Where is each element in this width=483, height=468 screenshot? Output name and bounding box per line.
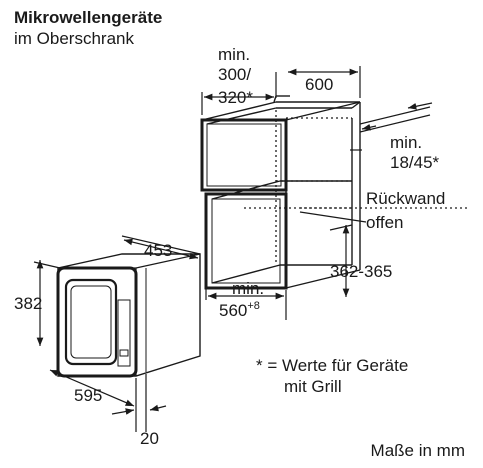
grill-note-line1: * = Werte für Geräte bbox=[256, 356, 409, 375]
label-width-600: 600 bbox=[305, 75, 333, 94]
device-dimension-lines bbox=[33, 235, 201, 432]
units-footer: Maße in mm bbox=[370, 441, 465, 460]
label-device-453: 453 bbox=[144, 241, 172, 260]
dimension-lines bbox=[201, 66, 433, 320]
label-offen: offen bbox=[366, 213, 404, 232]
grill-note-line2: mit Grill bbox=[284, 377, 342, 396]
label-bottom-min-l2: 560+8 bbox=[219, 300, 260, 320]
label-top-min-l2: 300/ bbox=[218, 65, 251, 84]
label-device-595: 595 bbox=[74, 386, 102, 405]
label-top-min-l3: 320* bbox=[218, 88, 253, 107]
label-device-382: 382 bbox=[14, 294, 42, 313]
label-bottom-min-l1: min. bbox=[232, 279, 264, 298]
label-height-362-365: 362-365 bbox=[330, 262, 392, 281]
label-device-20: 20 bbox=[140, 429, 159, 448]
label-right-min-l1: min. bbox=[390, 133, 422, 152]
rear-wall-hidden-lines bbox=[244, 110, 470, 265]
label-top-min-l1: min. bbox=[218, 45, 250, 64]
diagram-title: Mikrowellengeräte bbox=[14, 8, 163, 27]
cabinet-outline bbox=[200, 95, 361, 290]
label-rueckwand: Rückwand bbox=[366, 189, 445, 208]
grill-note: * = Werte für Geräte mit Grill bbox=[256, 355, 408, 397]
microwave-device bbox=[56, 253, 201, 378]
diagram-subtitle: im Oberschrank bbox=[14, 29, 134, 48]
label-right-min-l2: 18/45* bbox=[390, 153, 440, 172]
